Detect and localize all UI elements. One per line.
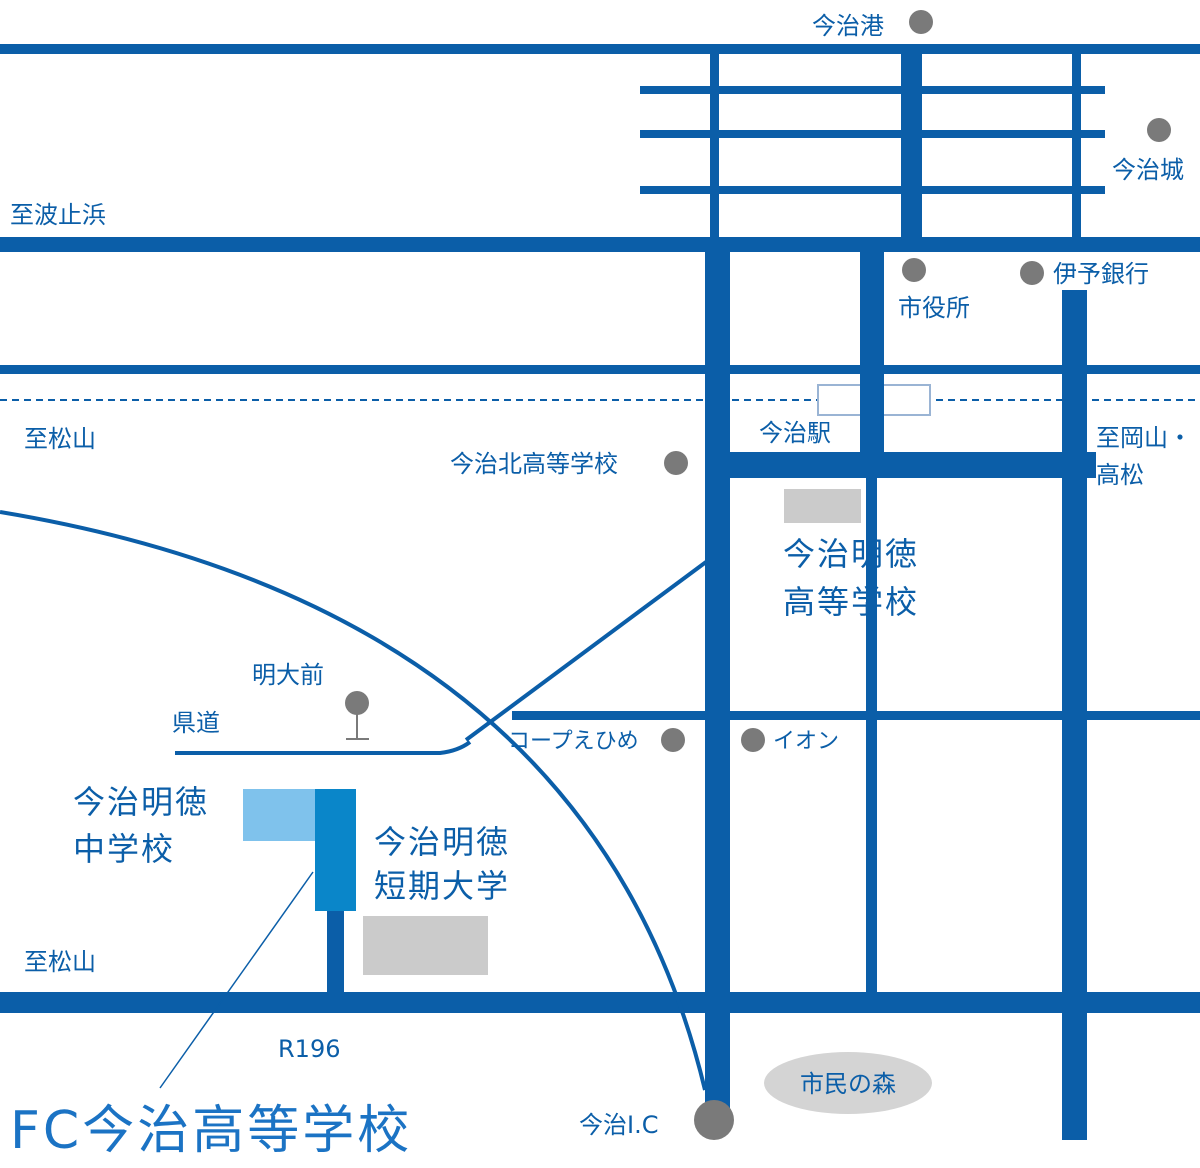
poi-markers [345, 10, 1171, 1140]
road-coop [512, 711, 1200, 720]
road-v-college [327, 908, 344, 996]
label-kita-high-school: 今治北高等学校 [450, 450, 618, 478]
label-to-okayama-line2: 高松 [1096, 461, 1144, 489]
road-top [0, 44, 1200, 54]
label-meitoku-middle-line2: 中学校 [73, 830, 175, 868]
label-imabari-ic: 今治I.C [579, 1111, 658, 1139]
label-imabari-castle: 今治城 [1112, 156, 1184, 184]
meitoku-high-building [784, 489, 861, 523]
iyo-bank-marker [1020, 261, 1044, 285]
label-to-hashihama: 至波止浜 [10, 201, 106, 229]
road-r196 [0, 992, 1200, 1013]
shimin-no-mori-area [764, 1052, 932, 1114]
road-upper-matsuyama [0, 365, 1200, 374]
meitoku-middle-building [243, 789, 315, 841]
buildings [243, 489, 932, 1114]
road-station-front [706, 452, 1096, 478]
label-meitoku-middle-line1: 今治明徳 [73, 783, 209, 821]
imabari-port-marker [909, 10, 933, 34]
road-v-east [1062, 290, 1087, 1140]
label-shimin-no-mori: 市民の森 [800, 1070, 896, 1098]
label-imabari-station: 今治駅 [759, 419, 831, 447]
label-meitoku-college-line2: 短期大学 [374, 867, 510, 905]
meidaimae-bus-stop-icon [345, 691, 369, 740]
road-v-center-lower [866, 476, 877, 996]
label-meitoku-college-line1: 今治明徳 [374, 823, 510, 861]
label-r196: R196 [278, 1035, 340, 1063]
label-meidaimae: 明大前 [252, 661, 324, 689]
road-port-1 [640, 86, 1105, 94]
road-v-main [705, 248, 730, 1120]
label-meitoku-high-line1: 今治明徳 [783, 535, 919, 573]
label-imabari-port: 今治港 [812, 12, 884, 40]
imabari-castle-marker [1147, 118, 1171, 142]
meitoku-college-building [315, 789, 356, 911]
imabari-ic-marker [694, 1100, 734, 1140]
road-diagonal-to-main [464, 560, 708, 742]
landmark-labels: 今治港 今治城 市役所 伊予銀行 今治駅 今治北高等学校 明大前 県道 コープえ… [172, 12, 1184, 1139]
city-hall-marker [902, 258, 926, 282]
fc-imabari-title: FC今治高等学校 [10, 1101, 412, 1161]
label-city-hall: 市役所 [898, 294, 970, 322]
road-v-port-center [901, 48, 922, 242]
label-iyo-bank: 伊予銀行 [1053, 260, 1149, 288]
direction-labels: 至波止浜 至松山 至松山 至岡山・ 高松 [10, 201, 1192, 976]
label-coop-ehime: コープえひめ [508, 729, 639, 754]
roads-vertical [327, 48, 1087, 1140]
coop-ehime-marker [661, 728, 685, 752]
road-hashihama [0, 237, 1200, 252]
label-to-okayama-line1: 至岡山・ [1096, 424, 1192, 452]
fc-imabari-pointer-line [159, 871, 314, 1089]
label-meitoku-high-line2: 高等学校 [783, 583, 919, 621]
road-port-2 [640, 130, 1105, 138]
railway [0, 384, 1200, 416]
road-port-3 [640, 186, 1105, 194]
label-to-matsuyama-upper: 至松山 [24, 425, 96, 453]
school-labels: 今治明徳 高等学校 今治明徳 中学校 今治明徳 短期大学 [73, 535, 919, 905]
road-v-port-west [710, 54, 719, 244]
road-v-port-east [1072, 54, 1081, 244]
kita-high-marker [664, 451, 688, 475]
road-v-cityhall [860, 248, 884, 458]
road-prefectural-curve [0, 510, 707, 1091]
road-prefectural [175, 740, 472, 755]
roads-thin [0, 510, 708, 1091]
label-to-matsuyama-lower: 至松山 [24, 948, 96, 976]
label-prefectural-road: 県道 [172, 709, 220, 737]
aeon-marker [741, 728, 765, 752]
label-aeon: イオン [773, 729, 839, 754]
roads-horizontal [0, 44, 1200, 1013]
fc-imabari-high-building [363, 916, 488, 975]
